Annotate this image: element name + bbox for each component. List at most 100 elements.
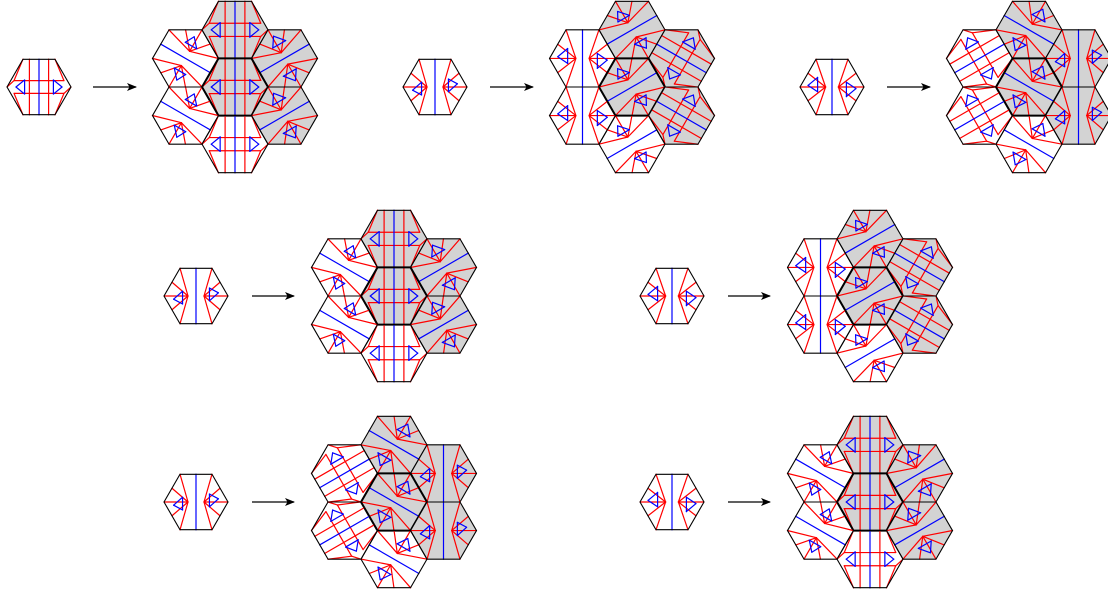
patch-tile xyxy=(786,238,855,297)
patch-tile-outline xyxy=(995,115,1063,174)
patch-tile-blue-line xyxy=(441,277,456,286)
patch-tile-red-line xyxy=(439,295,445,320)
patch-tile-decoration xyxy=(409,238,478,297)
base-tile xyxy=(402,58,468,116)
patch-tile-red-line xyxy=(1003,149,1027,160)
patch-tile-blue-line xyxy=(557,105,569,115)
patch-tile-blue-line xyxy=(379,573,392,581)
patch-tile-blue-line xyxy=(965,37,969,50)
base-tile-blue-line xyxy=(173,298,184,305)
patch-tile-red-line xyxy=(267,63,289,88)
patch-tile-decoration xyxy=(598,114,666,174)
patch-tile-blue-line xyxy=(905,333,909,346)
patch-tile-blue-line xyxy=(883,303,886,315)
patch-tile-blue-line xyxy=(210,143,221,153)
patch-tile-blue-line xyxy=(369,345,380,354)
patch-tile-blue-line xyxy=(795,256,807,267)
patch-tile-red-line xyxy=(865,323,888,347)
base-tile-blue-line xyxy=(647,491,659,501)
patch-tile-blue-line xyxy=(294,125,297,139)
patch-tile-blue-line xyxy=(845,436,856,446)
patch-tile-blue-line xyxy=(811,488,822,496)
base-tile-decoration xyxy=(799,58,865,116)
patch-tile-blue-line xyxy=(930,246,934,259)
patch-tile-red-line xyxy=(259,43,282,54)
patch-tile-red-line xyxy=(1053,43,1071,60)
base-tile-red-line xyxy=(837,58,849,88)
patch-tile-blue-line xyxy=(872,303,885,312)
patch-tile-blue-line xyxy=(596,52,608,61)
patch-tile-red-line xyxy=(635,36,650,60)
patch-tile-blue-line xyxy=(854,334,868,340)
patch-tile-red-line xyxy=(310,266,341,276)
base-tile-blue-line xyxy=(173,496,184,506)
patch-tile-red-line xyxy=(189,100,211,110)
base-tile-red-line xyxy=(655,267,667,297)
patch-tile-blue-line xyxy=(396,486,411,495)
patch-tile-blue-line xyxy=(1054,118,1066,125)
patch-tile-blue-line xyxy=(844,223,896,254)
patch-tile-red-line xyxy=(280,86,302,111)
patch-tile-red-line xyxy=(627,0,633,24)
patch-tile-blue-line xyxy=(160,100,211,131)
patch-tile-outline xyxy=(360,530,428,589)
base-tile-red-line xyxy=(655,295,667,325)
patch-tile-red-line xyxy=(826,266,838,297)
patch-tile xyxy=(310,238,379,297)
patch-tile-blue-line xyxy=(193,36,198,50)
patch-tile-blue-line xyxy=(294,68,297,82)
patch-tile-red-line xyxy=(795,252,815,269)
patch-tile-blue-line xyxy=(795,515,846,546)
patch-tile-blue-line xyxy=(377,509,381,524)
base-tile-red-line xyxy=(418,86,428,116)
patch-tile-blue-line xyxy=(456,526,468,537)
patch-tile-decoration xyxy=(1044,86,1108,145)
base-tile-red-line xyxy=(677,501,689,531)
patch-tile-blue-line xyxy=(845,558,856,568)
base-tile xyxy=(639,267,705,325)
patch-tile-red-line xyxy=(1003,92,1027,102)
patch-tile-blue-line xyxy=(616,68,630,74)
patch-tile-blue-line xyxy=(645,37,648,49)
patch-tile-blue-line xyxy=(656,100,707,131)
patch-tile-blue-line xyxy=(368,544,420,575)
patch-tile-red-line xyxy=(310,323,341,333)
patch-tile-blue-line xyxy=(431,244,446,251)
base-tile-blue-line xyxy=(208,292,219,302)
patch-tile xyxy=(250,86,319,145)
base-tile-outline xyxy=(163,267,229,325)
patch-tile-red-line xyxy=(348,259,379,269)
patch-tile-blue-line xyxy=(667,67,671,80)
patch-tile-blue-line xyxy=(834,325,846,336)
patch-tile-blue-line xyxy=(557,47,569,58)
patch-tile-blue-line xyxy=(369,238,380,247)
patch-tile-red-line xyxy=(902,444,917,469)
patch-tile-red-line xyxy=(902,501,917,526)
patch-tile-blue-line xyxy=(808,482,813,496)
patch-tile-blue-line xyxy=(332,509,344,515)
base-tile-red-line xyxy=(647,501,667,517)
patch-tile-red-line xyxy=(1025,92,1030,117)
patch-tile-red-line xyxy=(267,120,289,145)
patch-tile-blue-line xyxy=(1091,54,1103,64)
patch-tile-decoration xyxy=(836,209,904,269)
patch-tile-blue-line xyxy=(343,245,354,252)
patch-tile-blue-line xyxy=(368,487,420,517)
patch-tile-blue-line xyxy=(795,314,807,324)
rule-2 xyxy=(402,0,716,174)
patch-tile-blue-line xyxy=(967,37,979,43)
patch-tile-blue-line xyxy=(854,277,868,283)
patch-tile-red-line xyxy=(614,150,637,174)
patch-tile-red-line xyxy=(1025,92,1047,117)
patch-tile-blue-line xyxy=(965,41,979,50)
patch-tile-red-line xyxy=(348,295,362,319)
patch-tile-red-line xyxy=(922,478,945,489)
base-tile-red-line xyxy=(179,267,189,297)
patch-tile-red-line xyxy=(348,309,370,319)
patch-tile-red-line xyxy=(451,529,461,560)
patch-tile-blue-line xyxy=(282,132,297,139)
patch-tile-blue-line xyxy=(1031,128,1046,137)
patch-tile-blue-line xyxy=(667,67,681,76)
patch-tile-red-line xyxy=(873,245,888,269)
patch-tile-blue-line xyxy=(682,41,696,50)
